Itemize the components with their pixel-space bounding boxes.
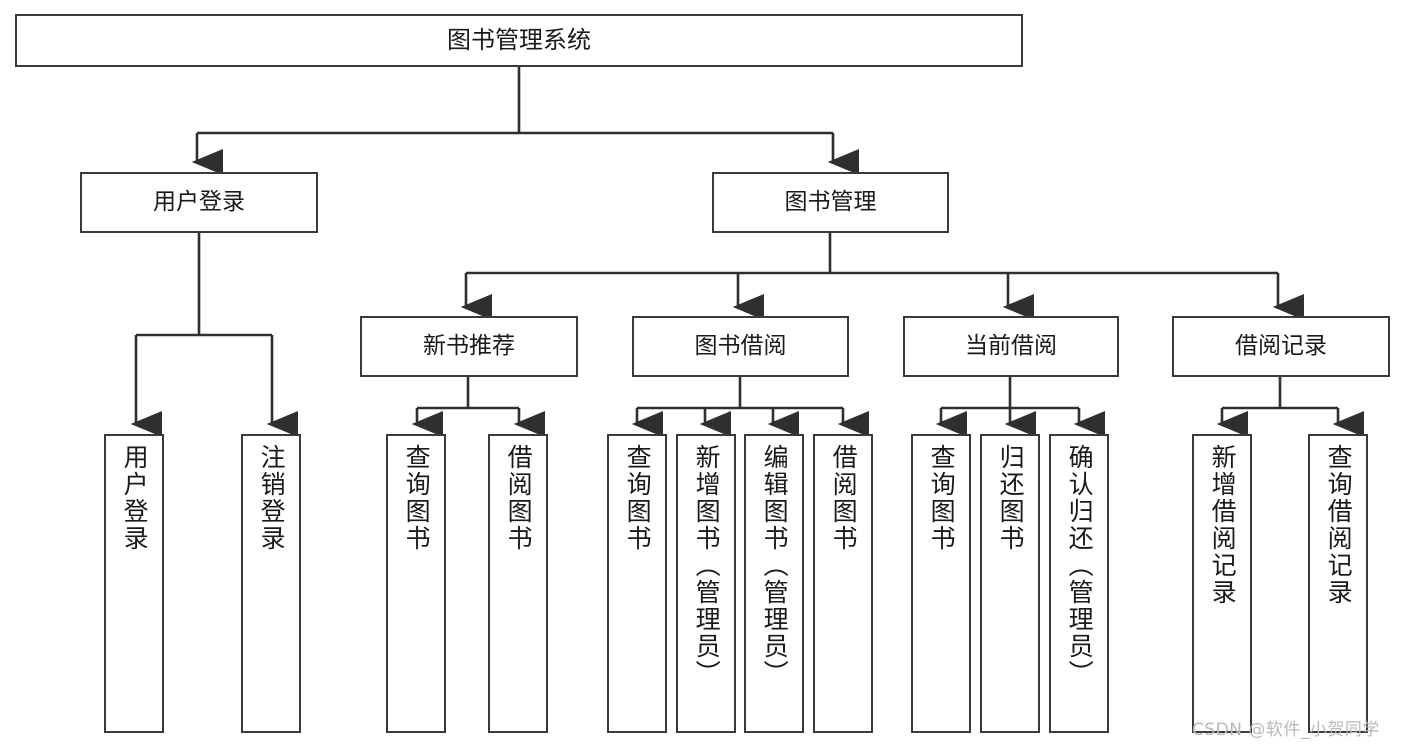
leaf-edit-book-admin[interactable]: 编辑图书（管理员） [744,434,804,733]
leaf-logout[interactable]: 注销登录 [241,434,301,733]
node-label: 用户登录 [153,188,245,215]
node-label: 注销登录 [257,444,287,552]
leaf-add-borrow-record[interactable]: 新增借阅记录 [1192,434,1252,733]
node-label: 借阅图书 [829,444,859,552]
node-label: 查询图书 [402,444,432,552]
node-label: 编辑图书（管理员） [760,444,790,687]
node-user-login[interactable]: 用户登录 [80,172,318,233]
leaf-confirm-return-admin[interactable]: 确认归还（管理员） [1049,434,1109,733]
node-label: 图书管理系统 [447,26,591,55]
node-label: 查询借阅记录 [1324,444,1354,606]
leaf-borrow-book-new[interactable]: 借阅图书 [488,434,548,733]
node-label: 新增借阅记录 [1208,444,1238,606]
csdn-watermark: CSDN @软件_小贺同学 [1192,720,1380,740]
node-label: 借阅记录 [1235,332,1327,359]
node-label: 新书推荐 [423,332,515,359]
node-book-management[interactable]: 图书管理 [712,172,949,233]
node-label: 图书借阅 [694,332,787,359]
node-label: 确认归还（管理员） [1065,444,1095,687]
node-label: 当前借阅 [965,332,1057,359]
node-label: 借阅图书 [504,444,534,552]
node-label: 图书管理 [784,188,877,215]
node-current-borrowing[interactable]: 当前借阅 [903,316,1119,377]
leaf-query-borrow-record[interactable]: 查询借阅记录 [1308,434,1368,733]
node-new-book-recommendation[interactable]: 新书推荐 [360,316,578,377]
leaf-query-book-current[interactable]: 查询图书 [911,434,971,733]
leaf-add-book-admin[interactable]: 新增图书（管理员） [676,434,736,733]
node-label: 用户登录 [120,444,150,552]
node-label: 归还图书 [996,444,1026,552]
node-book-borrowing[interactable]: 图书借阅 [632,316,849,377]
leaf-return-book[interactable]: 归还图书 [980,434,1040,733]
node-label: 查询图书 [927,444,957,552]
leaf-user-login[interactable]: 用户登录 [104,434,164,733]
node-root-book-management-system[interactable]: 图书管理系统 [15,14,1023,67]
leaf-query-book-borrow[interactable]: 查询图书 [607,434,667,733]
node-borrowing-record[interactable]: 借阅记录 [1172,316,1390,377]
node-label: 新增图书（管理员） [692,444,722,687]
leaf-query-book-new[interactable]: 查询图书 [386,434,446,733]
leaf-borrow-book[interactable]: 借阅图书 [813,434,873,733]
node-label: 查询图书 [623,444,653,552]
